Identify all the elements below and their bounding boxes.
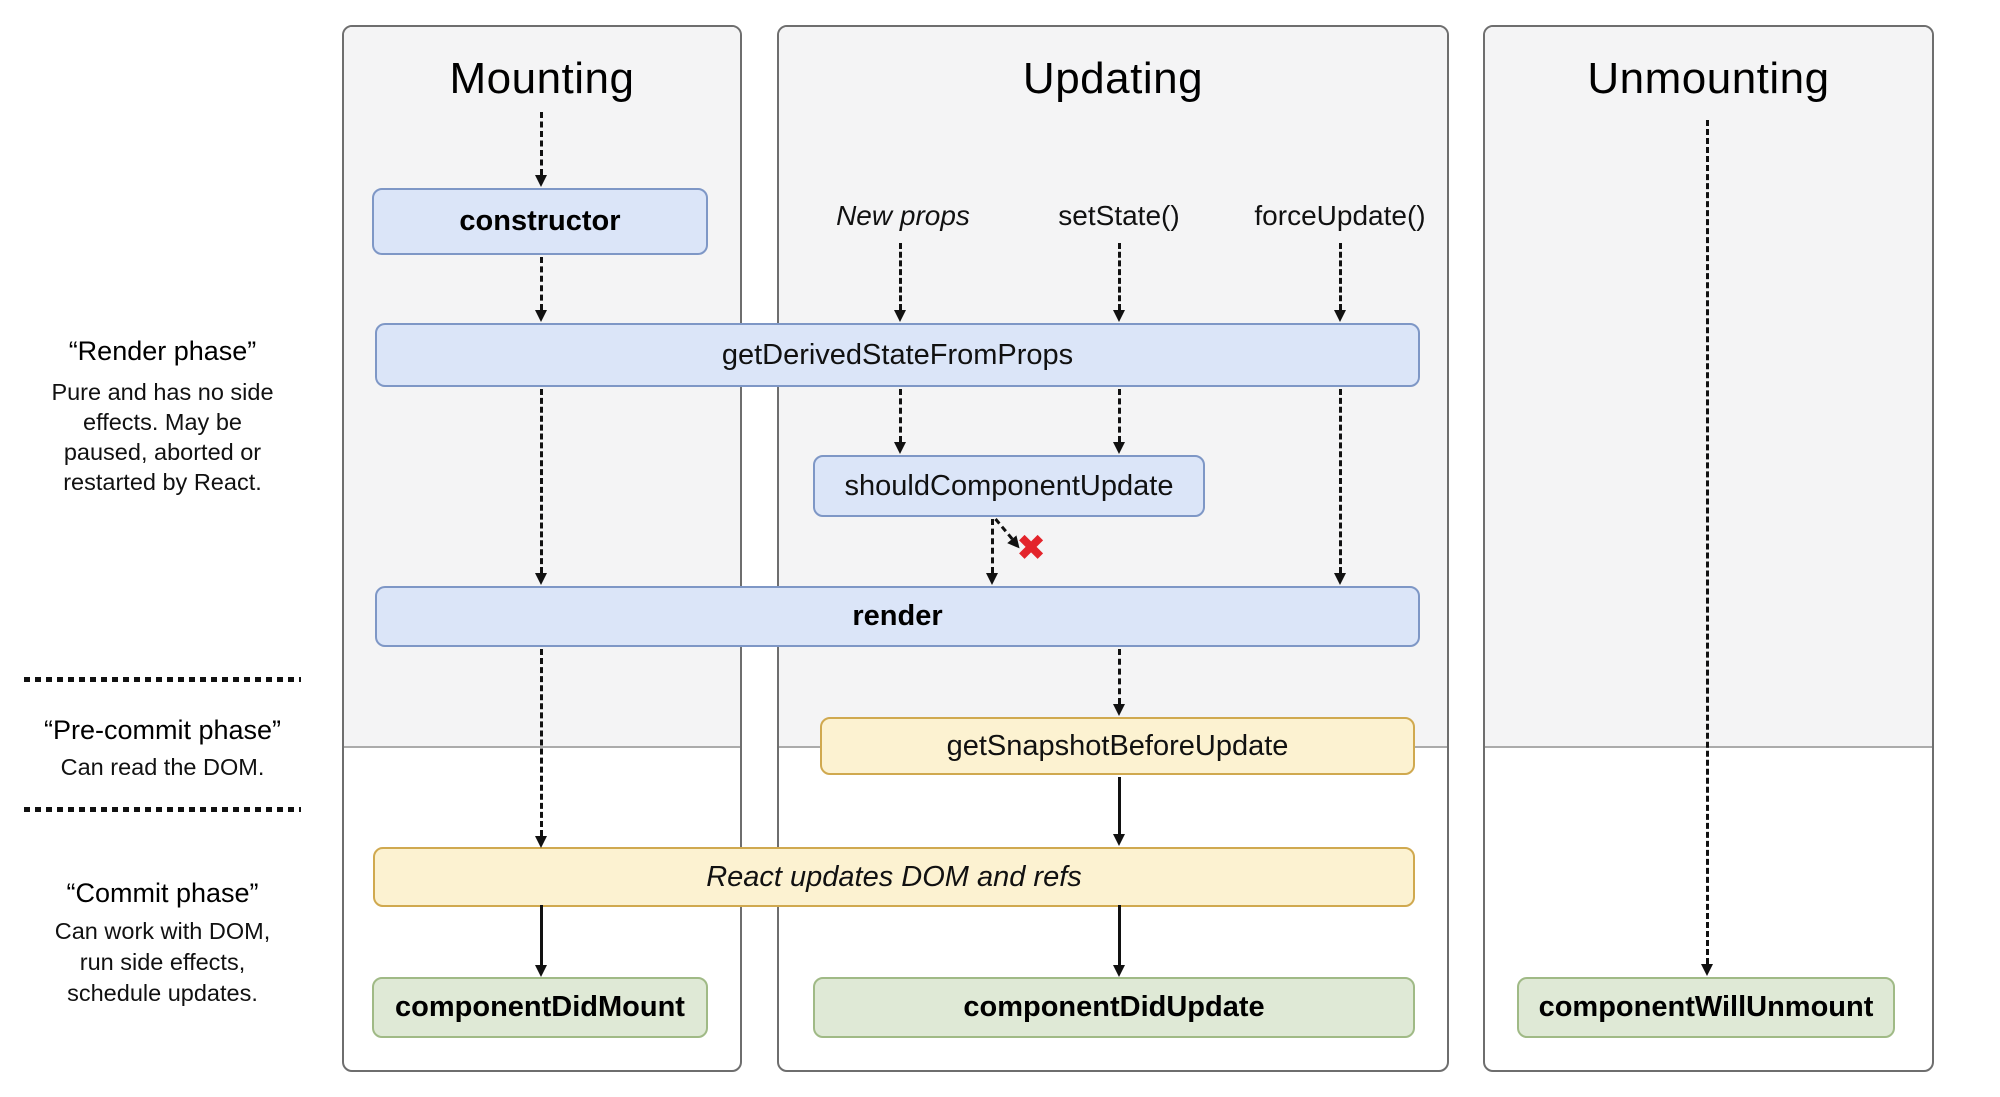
panel-unmounting: Unmounting — [1483, 25, 1934, 1072]
arrow-render-to-reactupdates-mounting — [534, 649, 547, 848]
phase-desc-render: Pure and has no side effects. May be pau… — [51, 379, 274, 495]
render-phase-background — [1485, 27, 1932, 748]
arrow-newprops-to-getderived — [893, 243, 906, 322]
lifecycle-box-componentwillunmount: componentWillUnmount — [1517, 977, 1895, 1038]
arrow-reactupdates-to-didupdate — [1112, 905, 1125, 977]
trigger-label-forceupdate: forceUpdate() — [1254, 200, 1426, 231]
phase-label-render: “Render phase” — [68, 336, 257, 366]
lifecycle-box-getsnapshotbeforeupdate: getSnapshotBeforeUpdate — [820, 717, 1415, 775]
lifecycle-box-constructor: constructor — [372, 188, 708, 255]
lifecycle-box-getderivedstatefromprops: getDerivedStateFromProps — [375, 323, 1420, 387]
arrow-getderived-to-shouldupdate-right — [1112, 389, 1125, 454]
trigger-label-new-props: New props — [836, 200, 970, 231]
column-title-updating: Updating — [1022, 54, 1204, 103]
phase-desc-commit: Can work with DOM, run side effects, sch… — [54, 918, 271, 1006]
phase-divider-top — [24, 677, 301, 682]
lifecycle-box-componentdidupdate: componentDidUpdate — [813, 977, 1415, 1038]
column-title-unmounting: Unmounting — [1587, 54, 1830, 103]
trigger-label-setstate: setState() — [1058, 200, 1180, 231]
arrow-reactupdates-to-didmount — [534, 905, 547, 977]
arrow-unmounting-lane — [1700, 120, 1713, 976]
lifecycle-box-render: render — [375, 586, 1420, 647]
arrow-constructor-to-getderived — [534, 257, 547, 322]
phase-label-commit: “Commit phase” — [66, 878, 259, 908]
arrow-forceupdate-to-render — [1333, 389, 1346, 585]
react-updates-dom-box: React updates DOM and refs — [373, 847, 1415, 907]
arrow-render-to-getsnapshot — [1112, 649, 1125, 716]
arrow-mounting-start — [534, 112, 547, 187]
phase-divider-bottom — [24, 807, 301, 812]
arrow-setstate-to-getderived — [1112, 243, 1125, 322]
arrow-getderived-to-render-mounting — [534, 389, 547, 585]
arrow-shouldupdate-to-render — [985, 519, 998, 585]
arrow-getderived-to-shouldupdate-left — [893, 389, 906, 454]
phase-desc-precommit: Can read the DOM. — [60, 754, 265, 780]
skip-x-icon: ✖ — [1016, 527, 1047, 568]
arrow-forceupdate-to-getderived — [1333, 243, 1346, 322]
arrow-getsnapshot-to-reactupdates — [1112, 777, 1125, 846]
column-title-mounting: Mounting — [449, 54, 635, 103]
lifecycle-box-componentdidmount: componentDidMount — [372, 977, 708, 1038]
panel-updating: Updating — [777, 25, 1449, 1072]
phase-label-precommit: “Pre-commit phase” — [43, 715, 282, 745]
lifecycle-box-shouldcomponentupdate: shouldComponentUpdate — [813, 455, 1205, 517]
